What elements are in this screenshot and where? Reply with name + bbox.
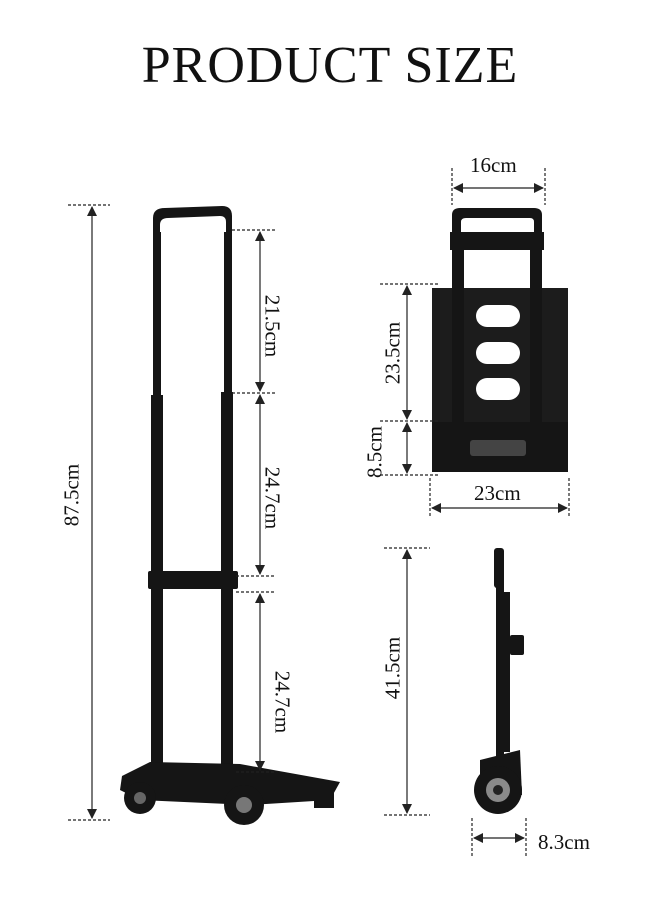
plate-height-label: 23.5cm [380, 321, 405, 385]
dimension-lines-front [380, 168, 570, 518]
folded-height-label: 41.5cm [380, 636, 405, 700]
folded-depth-label: 8.3cm [538, 830, 590, 854]
folded-view-image [474, 548, 524, 814]
handle-low-label: 24.7cm [270, 670, 295, 734]
handle-top-label: 21.5cm [260, 294, 285, 358]
page-title: PRODUCT SIZE [141, 37, 519, 94]
extended-trolley-image [120, 206, 340, 825]
dimension-lines-folded [384, 547, 527, 858]
total-height-label: 87.5cm [59, 463, 84, 527]
dimension-lines-left [68, 204, 275, 821]
base-height-label: 8.5cm [362, 426, 387, 478]
base-width-label: 23cm [474, 481, 521, 505]
front-view-image [432, 208, 568, 472]
width-top-label: 16cm [470, 153, 517, 177]
handle-mid-label: 24.7cm [260, 466, 285, 530]
